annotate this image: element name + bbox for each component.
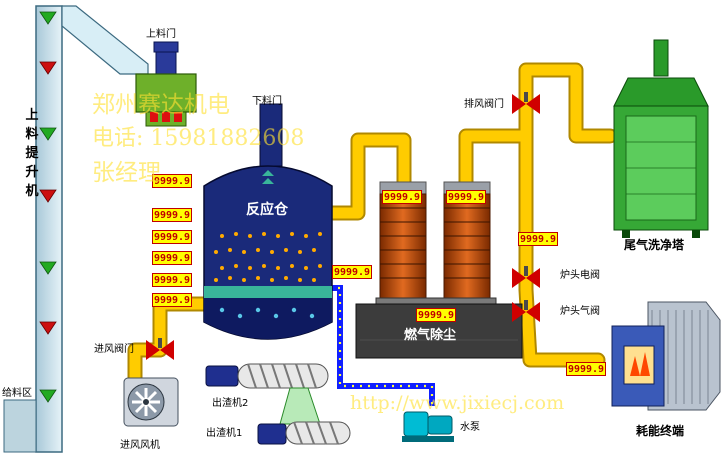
reactor-readout-3: 9999.9 <box>152 251 192 265</box>
slag-discharger-1-label: 出渣机1 <box>206 428 243 439</box>
cyclone-left-readout: 9999.9 <box>382 190 422 204</box>
reactor-particles <box>214 232 322 282</box>
exhaust-tower-label: 尾气洗净塔 <box>624 238 685 252</box>
exhaust-valve-icon[interactable] <box>512 92 540 114</box>
reactor-readout-4: 9999.9 <box>152 273 192 287</box>
water-line <box>330 285 435 406</box>
exhaust-valve-label: 排风阀门 <box>464 99 504 110</box>
burner-line-readout: 9999.9 <box>518 232 558 246</box>
watermark-phone: 电话: 15981882608 <box>92 126 305 151</box>
water-pump-icon[interactable] <box>402 411 454 442</box>
elevator-label: 上料提升机 <box>25 108 39 199</box>
intake-valve-icon[interactable] <box>146 338 174 360</box>
exhaust-tower <box>613 39 709 238</box>
reactor-readout-5: 9999.9 <box>152 293 192 307</box>
terminal-line-readout: 9999.9 <box>566 362 606 376</box>
slag-discharger-2-label: 出渣机2 <box>212 398 249 409</box>
slag-discharger-1-icon[interactable] <box>257 421 351 445</box>
intake-fan-label: 进风风机 <box>120 440 160 451</box>
reactor-label: 反应仓 <box>246 202 288 218</box>
reactor-readout-2: 9999.9 <box>152 230 192 244</box>
cyclone-right-readout: 9999.9 <box>446 190 486 204</box>
reactor-top-readout: 9999.9 <box>152 174 192 188</box>
watermark-company: 郑州赛达机电 <box>92 92 230 118</box>
cyclone-right <box>443 181 491 299</box>
burner-gas-valve-label: 炉头气阀 <box>560 306 600 317</box>
dust-base-readout: 9999.9 <box>416 308 456 322</box>
burner-electric-valve-icon[interactable] <box>512 266 540 288</box>
slag-discharger-2-icon[interactable] <box>205 363 329 425</box>
bottom-feed-door-label: 下料门 <box>252 96 282 107</box>
reactor-vessel <box>203 103 333 340</box>
reactor-droplets <box>219 307 315 319</box>
elevator-arrows <box>39 11 57 403</box>
watermark-url: http://www.jixiecj.com <box>350 392 565 414</box>
top-hopper <box>135 41 197 127</box>
intake-fan-icon[interactable] <box>123 377 179 427</box>
burner-gas-valve-icon[interactable] <box>512 300 540 322</box>
energy-terminal <box>611 301 721 411</box>
watermark-contact: 张经理 <box>92 160 161 186</box>
elevator-body <box>3 5 149 453</box>
gas-dust-removal-label: 燃气除尘 <box>404 328 457 343</box>
intake-valve-label: 进风阀门 <box>94 344 134 355</box>
reactor-feed-arrows <box>262 170 274 184</box>
reactor-side-readout: 9999.9 <box>332 265 372 279</box>
water-pump-label: 水泵 <box>460 422 480 433</box>
burner-electric-valve-label: 炉头电阀 <box>560 270 600 281</box>
feed-zone-label: 给料区 <box>2 388 32 399</box>
reactor-readout-1: 9999.9 <box>152 208 192 222</box>
top-feed-door-label: 上料门 <box>146 29 176 40</box>
energy-terminal-label: 耗能终端 <box>636 424 685 438</box>
